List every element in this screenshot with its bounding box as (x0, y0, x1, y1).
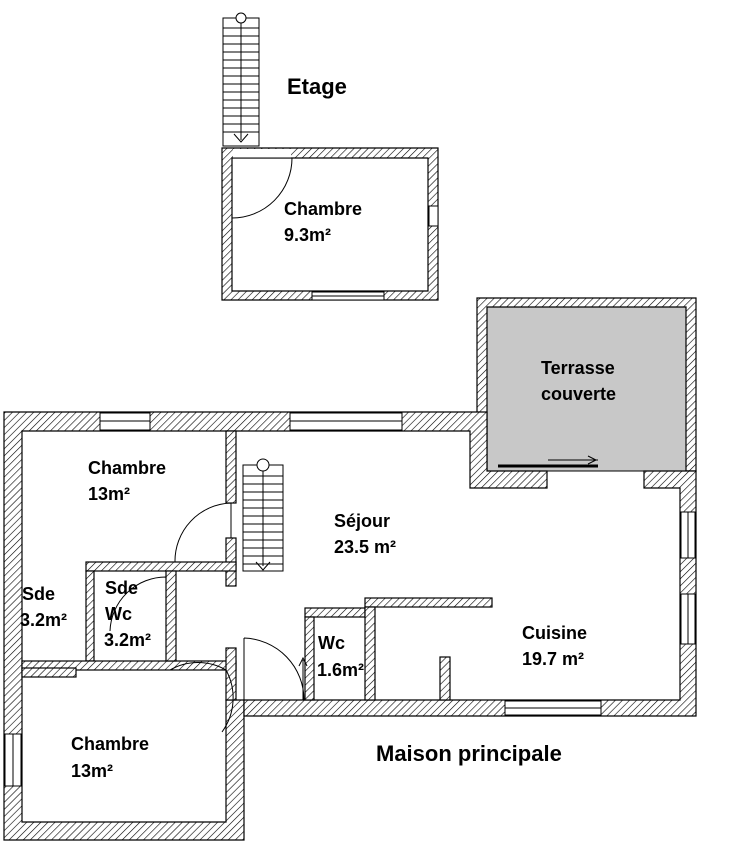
bedroom-north-name: Chambre (88, 458, 166, 478)
upper-floor-title: Etage (287, 74, 347, 99)
upper-walls (221, 147, 439, 301)
interior-staircase (242, 458, 284, 572)
door-swings (109, 502, 308, 733)
bathroom-wc-name-line2: Wc (105, 604, 132, 624)
upper-window-right (428, 205, 439, 227)
bathroom-west-name: Sde (22, 584, 55, 604)
bedroom-south-name: Chambre (71, 734, 149, 754)
upper-floor (221, 12, 439, 301)
kitchen-area: 19.7 m² (522, 649, 584, 669)
upstairs-bedroom-name: Chambre (284, 199, 362, 219)
interior-walls (21, 430, 493, 701)
kitchen-name: Cuisine (522, 623, 587, 643)
terrace-area (486, 306, 687, 472)
terrace-name: Terrasse (541, 358, 615, 378)
bedroom-north-area: 13m² (88, 484, 130, 504)
upper-door-swing (231, 157, 293, 219)
bathroom-wc-name: Sde (105, 578, 138, 598)
bathroom-west-area: 3.2m² (20, 610, 67, 630)
wc-area: 1.6m² (317, 660, 364, 680)
bedroom-south-area: 13m² (71, 761, 113, 781)
main-house (3, 297, 697, 841)
wc-name: Wc (318, 633, 345, 653)
main-outer-walls (3, 411, 548, 841)
upper-staircase (222, 12, 260, 147)
bathroom-wc-area: 3.2m² (104, 630, 151, 650)
terrace-name-line2: couverte (541, 384, 616, 404)
upstairs-bedroom-area: 9.3m² (284, 225, 331, 245)
living-room-area: 23.5 m² (334, 537, 396, 557)
main-house-title: Maison principale (376, 741, 562, 766)
living-room-name: Séjour (334, 511, 390, 531)
